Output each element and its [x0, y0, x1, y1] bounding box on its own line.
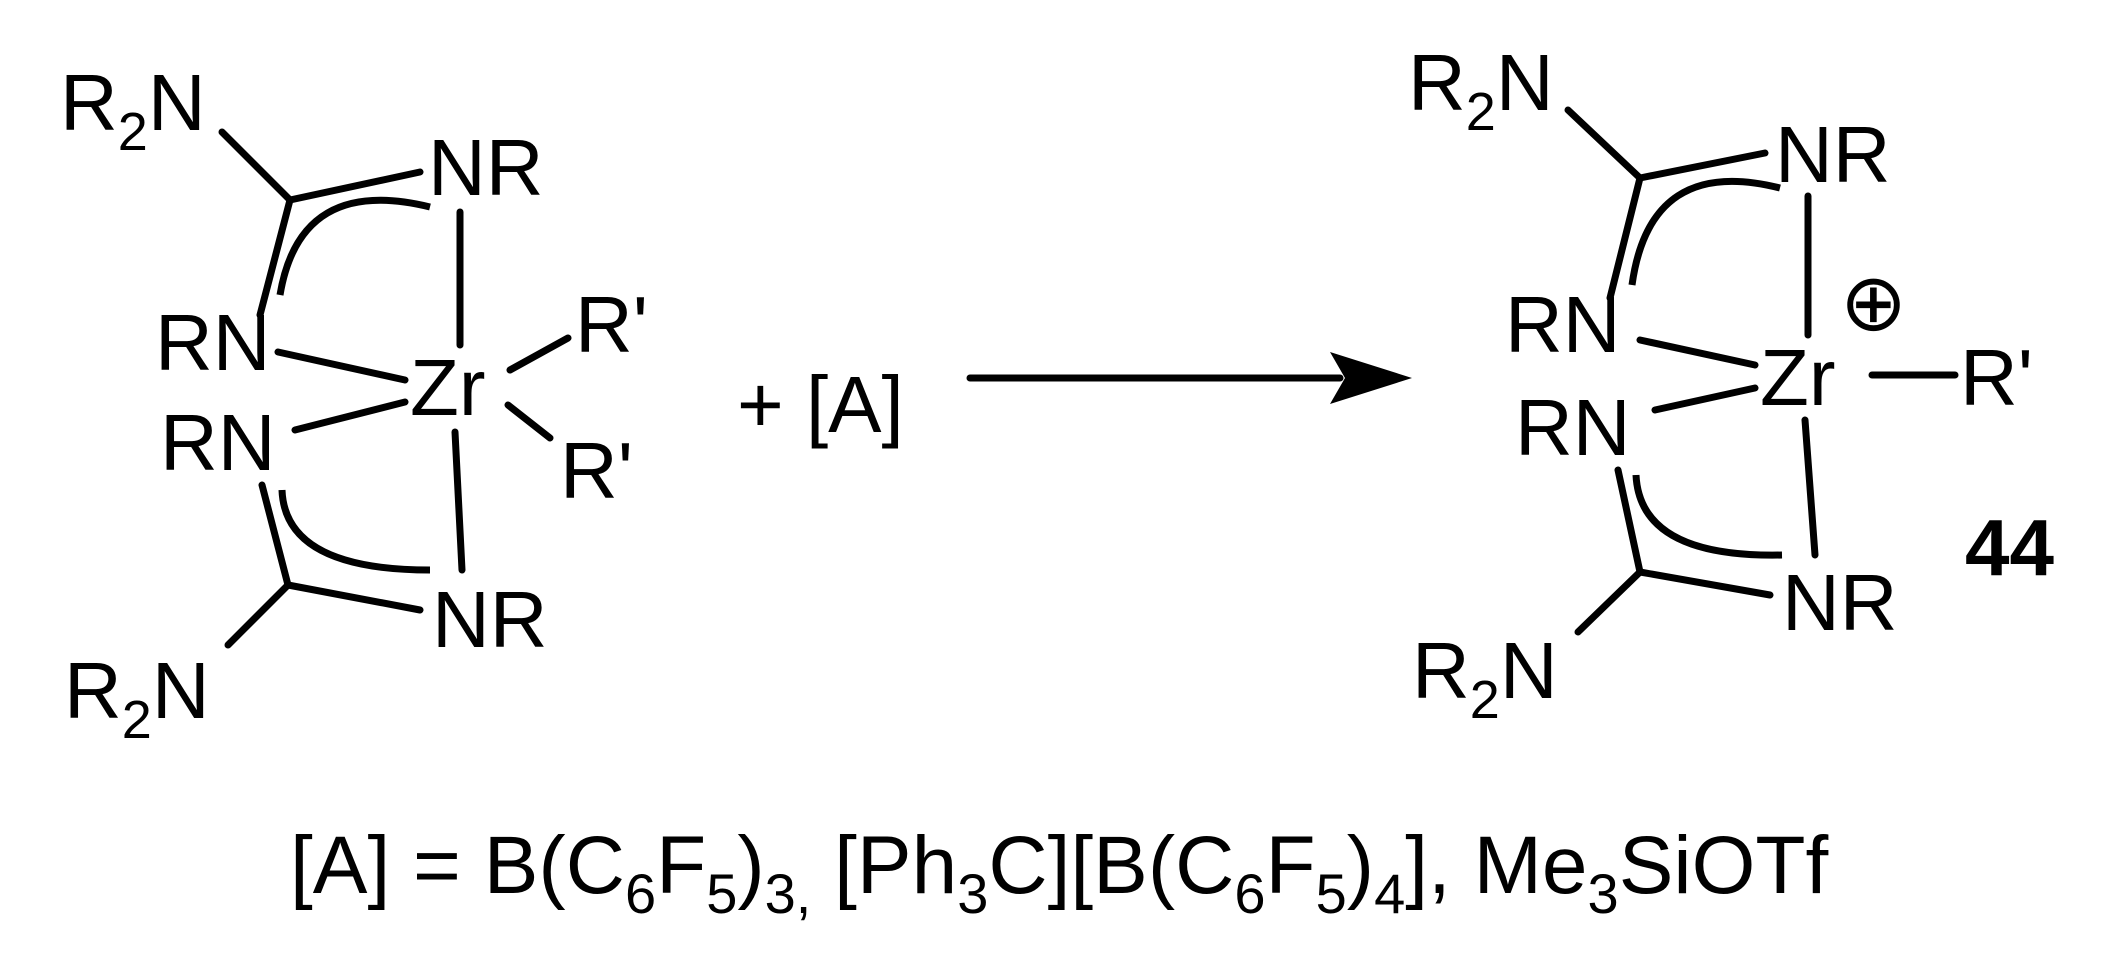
- product-top-r2n-label: R2N: [1408, 38, 1554, 142]
- reactant-bond-c-rn-top: [256, 196, 294, 319]
- product-bottom-rn-label: RN: [1515, 383, 1631, 472]
- product-bond-rn-c-bottom: [1614, 466, 1644, 576]
- reactant-top-r2n-label: R2N: [60, 58, 206, 162]
- product-bond-c-r2n-bottom: [1574, 568, 1644, 636]
- product-top-nr-label: NR: [1775, 110, 1891, 199]
- reactant-bond-r2n-c-top: [218, 128, 294, 204]
- reactant-complex: R2N NR RN Zr R' R' RN NR R2N: [60, 58, 648, 750]
- product-bottom-nr-label: NR: [1782, 558, 1898, 647]
- reactant-r-prime-1-label: R': [575, 280, 648, 369]
- reactant-bond-c-r2n-bottom: [224, 581, 292, 649]
- product-bottom-r2n-label: R2N: [1412, 626, 1558, 730]
- product-bond-r2n-c-top: [1564, 106, 1644, 182]
- reactant-top-nr-label: NR: [428, 123, 544, 212]
- reaction-arrow-head: [1330, 352, 1412, 404]
- reactant-bottom-nr-label: NR: [432, 575, 548, 664]
- reactant-top-rn-label: RN: [155, 298, 271, 387]
- product-metal-label: Zr: [1760, 333, 1836, 422]
- reactant-delocalization-arc-bottom: [278, 489, 431, 574]
- reactant-bond-zr-nr-bottom: [451, 428, 466, 574]
- reactant-bond-rn-zr-bottom: [291, 398, 409, 434]
- reactant-bond-c-nr-top: [286, 168, 424, 204]
- product-charge-label: ⊕: [1840, 258, 1907, 347]
- product-bond-c-rn-top: [1606, 174, 1644, 302]
- product-complex: R2N NR RN Zr ⊕ R' RN NR R2N 44: [1408, 38, 2054, 730]
- reactant-bond-rn-zr-top: [274, 348, 409, 384]
- reactant-metal-label: Zr: [410, 343, 486, 432]
- reactant-bottom-r2n-label: R2N: [64, 646, 210, 750]
- reactant-bottom-rn-label: RN: [160, 398, 276, 487]
- product-delocalization-arc-top: [1628, 177, 1781, 286]
- product-bond-zr-nr-bottom: [1801, 416, 1819, 559]
- reaction-arrow: [966, 352, 1412, 404]
- reactant-bond-rn-c-bottom: [258, 481, 292, 589]
- reagent-label: + [A]: [737, 360, 904, 449]
- product-bond-c-nr-bottom: [1636, 568, 1774, 599]
- reactant-bond-c-nr-bottom: [284, 581, 424, 614]
- compound-number-label: 44: [1965, 503, 2054, 592]
- product-delocalization-arc-bottom: [1632, 474, 1783, 559]
- reagent-definition-caption: [A] = B(C6F5)3, [Ph3C][B(C6F5)4], Me3SiO…: [290, 820, 1828, 925]
- product-top-rn-label: RN: [1505, 280, 1621, 369]
- product-bond-rn-zr-bottom: [1651, 384, 1759, 414]
- reactant-bond-zr-r-prime-1: [506, 334, 572, 374]
- reactant-delocalization-arc-top: [276, 196, 431, 296]
- reactant-r-prime-2-label: R': [560, 426, 633, 515]
- reactant-bond-zr-r-prime-2: [504, 401, 554, 442]
- product-r-prime-label: R': [1960, 333, 2033, 422]
- product-bond-rn-zr-top: [1636, 336, 1759, 369]
- product-bond-c-nr-top: [1636, 149, 1769, 182]
